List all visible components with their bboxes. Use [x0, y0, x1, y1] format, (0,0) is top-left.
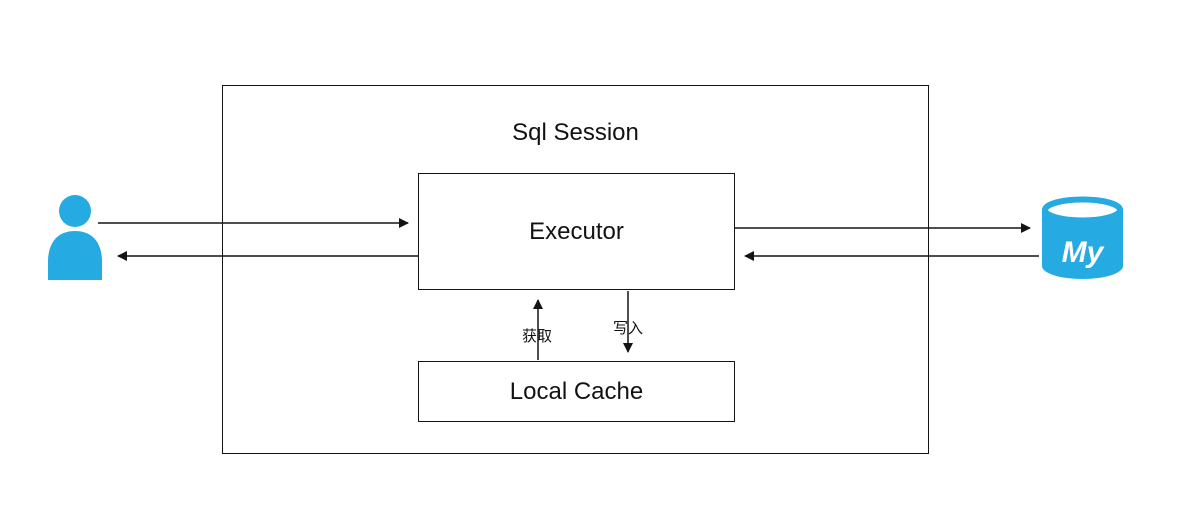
sql-session-box	[222, 85, 929, 454]
sql-session-title: Sql Session	[512, 119, 639, 146]
fetch-arrow-label: 获取	[522, 328, 553, 345]
executor-box: Executor	[418, 173, 735, 290]
user-icon	[48, 195, 102, 280]
local-cache-label: Local Cache	[509, 377, 644, 405]
executor-label: Executor	[529, 217, 624, 245]
mysql-database-icon: My	[1042, 196, 1123, 279]
write-arrow-label: 写入	[613, 320, 644, 337]
local-cache-box: Local Cache	[418, 361, 735, 422]
mysql-label: My	[1062, 236, 1105, 269]
